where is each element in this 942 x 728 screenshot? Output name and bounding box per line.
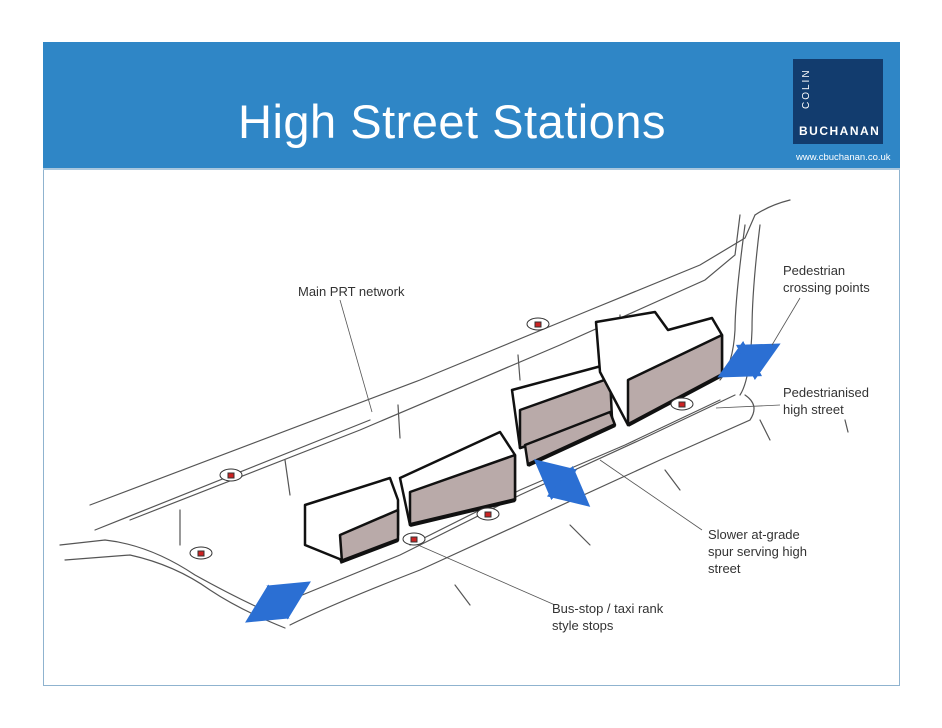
logo-buchanan-text: BUCHANAN [799,124,881,138]
logo-url: www.cbuchanan.co.uk [796,152,891,163]
label-line: Slower at-grade [708,527,800,542]
label-line: Bus-stop / taxi rank [552,601,664,616]
banner-rule [43,168,900,170]
spur-road-bottom [289,394,755,626]
prt-vehicle [402,532,426,546]
label-line: street [708,561,741,576]
prt-vehicle [219,468,243,482]
label-line: high street [783,402,844,417]
label-pedestrian-crossing: Pedestrian crossing points [783,262,870,296]
slide-title: High Street Stations [238,95,666,148]
prt-vehicle [670,397,694,411]
label-line: style stops [552,618,614,633]
guideway-left-curve-2 [64,554,286,629]
label-line: crossing points [783,280,870,295]
leader-pedestrian-crossing [771,297,801,346]
label-pedestrianised: Pedestrianised high street [783,384,869,418]
leader-main-prt [339,299,373,413]
colin-buchanan-logo [793,59,883,144]
label-line: Pedestrian [783,263,846,278]
label-line: Pedestrianised [783,385,869,400]
label-main-prt-network: Main PRT network [298,284,405,299]
leader-pedestrianised [715,404,781,409]
prt-vehicle [476,507,500,521]
prt-vehicle [189,546,213,560]
crossing-arrow [717,340,781,381]
spur-road-top [289,394,736,601]
label-line: spur serving high [708,544,807,559]
title-banner [43,42,900,168]
prt-guideway-outer-top [89,214,756,506]
prt-guideway-inner [129,214,741,521]
guideway-right-curve [719,224,746,381]
guideway-right-exit [754,199,791,216]
crossing-arrow [533,459,591,507]
prt-vehicle [526,317,550,331]
leader-slower-spur [599,459,703,531]
leader-bus-stop [417,544,556,606]
label-bus-stop: Bus-stop / taxi rank style stops [552,600,663,634]
guideway-left-curve [59,539,276,616]
guideway-right-curve-2 [739,224,761,396]
label-slower-spur: Slower at-grade spur serving high street [708,526,807,577]
crossing-arrow [245,581,311,623]
